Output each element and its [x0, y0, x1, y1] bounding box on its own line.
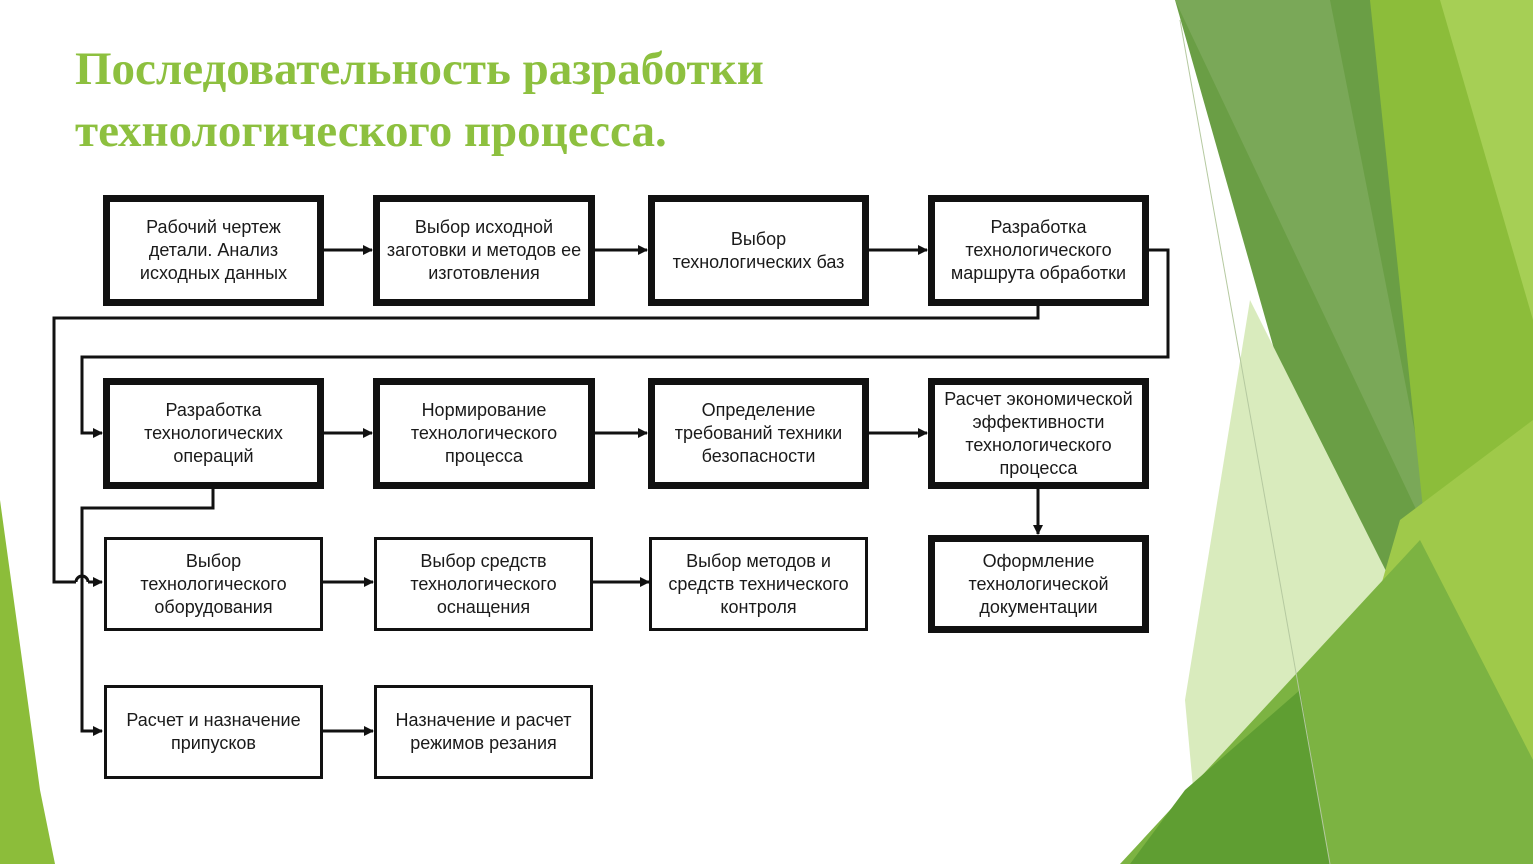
step-label: Разработка технологических операций	[144, 400, 283, 466]
step-box-allowances: Расчет и назначение припусков	[104, 685, 323, 779]
step-box-cutting-modes: Назначение и расчет режимов резания	[374, 685, 593, 779]
step-box-equipment-selection: Выбор технологического оборудования	[104, 537, 323, 631]
title-line-1: Последовательность разработки	[75, 43, 764, 95]
step-label: Выбор технологических баз	[672, 228, 845, 272]
step-label: Выбор средств технологического оснащения	[410, 550, 557, 617]
step-label: Определение требований техники безопасно…	[674, 400, 843, 466]
step-box-datum-selection: Выбор технологических баз	[648, 195, 869, 306]
title-line-2: технологического процесса.	[75, 105, 667, 157]
step-box-inspection-methods: Выбор методов и средств технического кон…	[649, 537, 868, 631]
step-label: Рабочий чертеж детали. Анализ исходных д…	[139, 217, 288, 283]
step-box-documentation: Оформление технологической документации	[928, 535, 1149, 633]
step-box-economic-efficiency: Расчет экономической эффективности техно…	[928, 378, 1149, 489]
step-label: Выбор методов и средств технического кон…	[668, 550, 849, 617]
step-box-blank-selection: Выбор исходной заготовки и методов ее из…	[373, 195, 595, 306]
step-label: Выбор технологического оборудования	[140, 550, 287, 617]
arrow-s5-s13	[80, 488, 215, 736]
slide-title: Последовательность разработки технологич…	[75, 38, 764, 162]
arrow-s4-s5	[80, 248, 1170, 438]
step-box-process-norming: Нормирование технологического процесса	[373, 378, 595, 489]
step-label: Назначение и расчет режимов резания	[395, 710, 572, 753]
step-box-working-drawing: Рабочий чертеж детали. Анализ исходных д…	[103, 195, 324, 306]
step-box-route-development: Разработка технологического маршрута обр…	[928, 195, 1149, 306]
step-label: Разработка технологического маршрута обр…	[950, 217, 1127, 283]
step-box-safety-requirements: Определение требований техники безопасно…	[648, 378, 869, 489]
step-label: Расчет экономической эффективности техно…	[944, 388, 1133, 478]
step-label: Расчет и назначение припусков	[126, 710, 301, 753]
step-label: Нормирование технологического процесса	[410, 400, 558, 466]
step-box-operations-development: Разработка технологических операций	[103, 378, 324, 489]
arrow-s4-s9	[52, 305, 1040, 584]
step-label: Выбор исходной заготовки и методов ее из…	[386, 217, 582, 283]
step-label: Оформление технологической документации	[968, 550, 1109, 617]
step-box-tooling-selection: Выбор средств технологического оснащения	[374, 537, 593, 631]
